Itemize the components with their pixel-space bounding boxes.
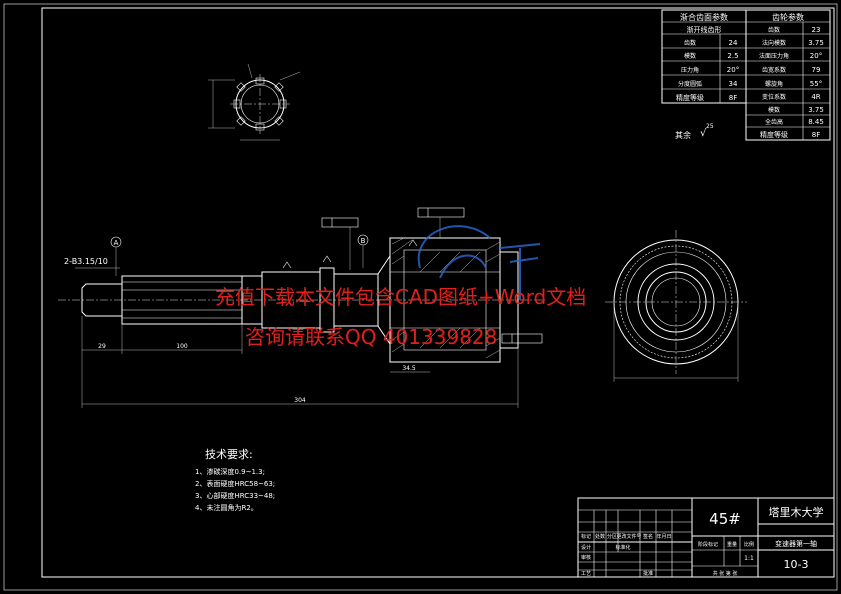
inner-frame [41, 7, 835, 578]
watermark-line-2: 咨询请联系QQ 401339828 [245, 325, 497, 349]
right-row-value: 3.75 [808, 39, 824, 47]
drawing-name: 变速器第一轴 [775, 539, 817, 548]
school-name: 塔里木大学 [769, 505, 824, 519]
tech-req-item: 1、渗碳深度0.9~1.3; [195, 467, 265, 476]
left-table-subheader: 渐开线齿形 [687, 25, 722, 34]
dim-34-5: 34.5 [402, 365, 416, 372]
material-label: 45# [709, 510, 741, 528]
role-label: 设计 [581, 544, 591, 551]
scale-value: 1:1 [744, 555, 754, 562]
watermark-line-1: 充值下载本文件包含CAD图纸+Word文档 [215, 285, 586, 309]
left-row-label: 分度圆弧 [678, 80, 702, 88]
col-label-weight: 重量 [727, 541, 737, 548]
left-row-value: 20° [727, 66, 739, 74]
role-label: 审核 [581, 554, 591, 561]
right-row-label: 变位系数 [762, 93, 786, 101]
right-table-header: 齿轮参数 [772, 12, 804, 22]
row-label: 年月日 [656, 533, 671, 540]
left-row-value: 34 [729, 80, 738, 88]
shaft-elevation-view: A B [58, 207, 545, 408]
right-row-value: 3.75 [808, 106, 824, 114]
left-row-value: 2.5 [727, 52, 738, 60]
remaining-roughness-note: 其余 √ 25 [675, 123, 714, 140]
right-row-label: 螺旋角 [765, 80, 783, 88]
right-row-label: 法向模数 [762, 39, 786, 47]
outer-border [3, 3, 838, 591]
dim-100: 100 [176, 343, 188, 350]
dim-total-304: 304 [294, 397, 306, 404]
right-row-label: 齿宽系数 [762, 66, 786, 74]
right-row-label: 模数 [768, 106, 780, 114]
right-row-label: 精度等级 [760, 130, 788, 139]
center-hole-callout: 2-B3.15/10 [64, 257, 108, 266]
datum-b-label: B [361, 237, 366, 245]
roughness-symbol: √ [700, 128, 707, 139]
tech-req-item: 2、表面硬度HRC58~63; [195, 479, 275, 488]
dim-29: 29 [98, 343, 106, 350]
left-row-label: 齿数 [684, 39, 696, 47]
role-label: 工艺 [581, 571, 591, 577]
drawing-number: 10-3 [784, 558, 809, 571]
right-row-label: 齿数 [768, 26, 780, 34]
right-row-value: 8.45 [808, 118, 824, 126]
technical-requirements: 技术要求: 1、渗碳深度0.9~1.3; 2、表面硬度HRC58~63; 3、心… [195, 448, 275, 512]
row-label: 标记 [581, 533, 591, 540]
right-row-value: 20° [810, 52, 822, 60]
title-block: 45# 塔里木大学 变速器第一轴 10-3 1:1 共 张 第 张 阶段标记 重… [577, 497, 835, 578]
row-label: 签名 [643, 533, 653, 540]
left-row-label: 压力角 [681, 66, 699, 74]
row-label: 处数 [595, 533, 605, 540]
role-label: 标准化 [615, 544, 630, 551]
right-row-value: 55° [810, 80, 822, 88]
spline-section-view [208, 63, 301, 141]
left-row-value: 24 [729, 39, 738, 47]
tech-req-item: 3、心部硬度HRC33~48; [195, 491, 275, 500]
tech-req-item: 4、未注圆角为R2。 [195, 503, 258, 512]
right-row-label: 全齿高 [765, 118, 783, 126]
right-row-label: 法面压力角 [759, 52, 789, 60]
role-label: 批准 [643, 570, 653, 577]
right-row-value: 79 [812, 66, 821, 74]
right-row-value: 23 [812, 26, 821, 34]
col-label-scale: 比例 [744, 541, 754, 548]
left-row-label: 精度等级 [676, 93, 704, 102]
roughness-value: 25 [706, 123, 714, 130]
col-label-stage: 阶段标记 [698, 541, 718, 548]
sheet-info: 共 张 第 张 [713, 570, 738, 577]
gear-params-right-table: 齿轮参数 齿数 23 法向模数 3.75 法面压力角 20° 齿宽系数 79 螺… [745, 9, 831, 141]
left-table-header: 渐合齿面参数 [680, 12, 728, 22]
gear-end-view [605, 230, 747, 382]
gear-body-section [389, 237, 501, 363]
left-row-value: 8F [729, 94, 737, 102]
tech-req-title: 技术要求: [205, 448, 253, 461]
datum-a-label: A [114, 239, 119, 247]
watermark-logo [417, 225, 541, 300]
gear-params-left-table: 渐合齿面参数 渐开线齿形 齿数 24 模数 2.5 压力角 20° 分度圆弧 3… [661, 9, 747, 104]
right-row-value: 8F [812, 131, 820, 139]
left-row-label: 模数 [684, 52, 696, 60]
remaining-label: 其余 [675, 130, 691, 140]
row-label: 更改文件号 [616, 533, 641, 540]
row-label: 分区 [607, 533, 617, 540]
right-row-value: 4R [811, 93, 820, 101]
